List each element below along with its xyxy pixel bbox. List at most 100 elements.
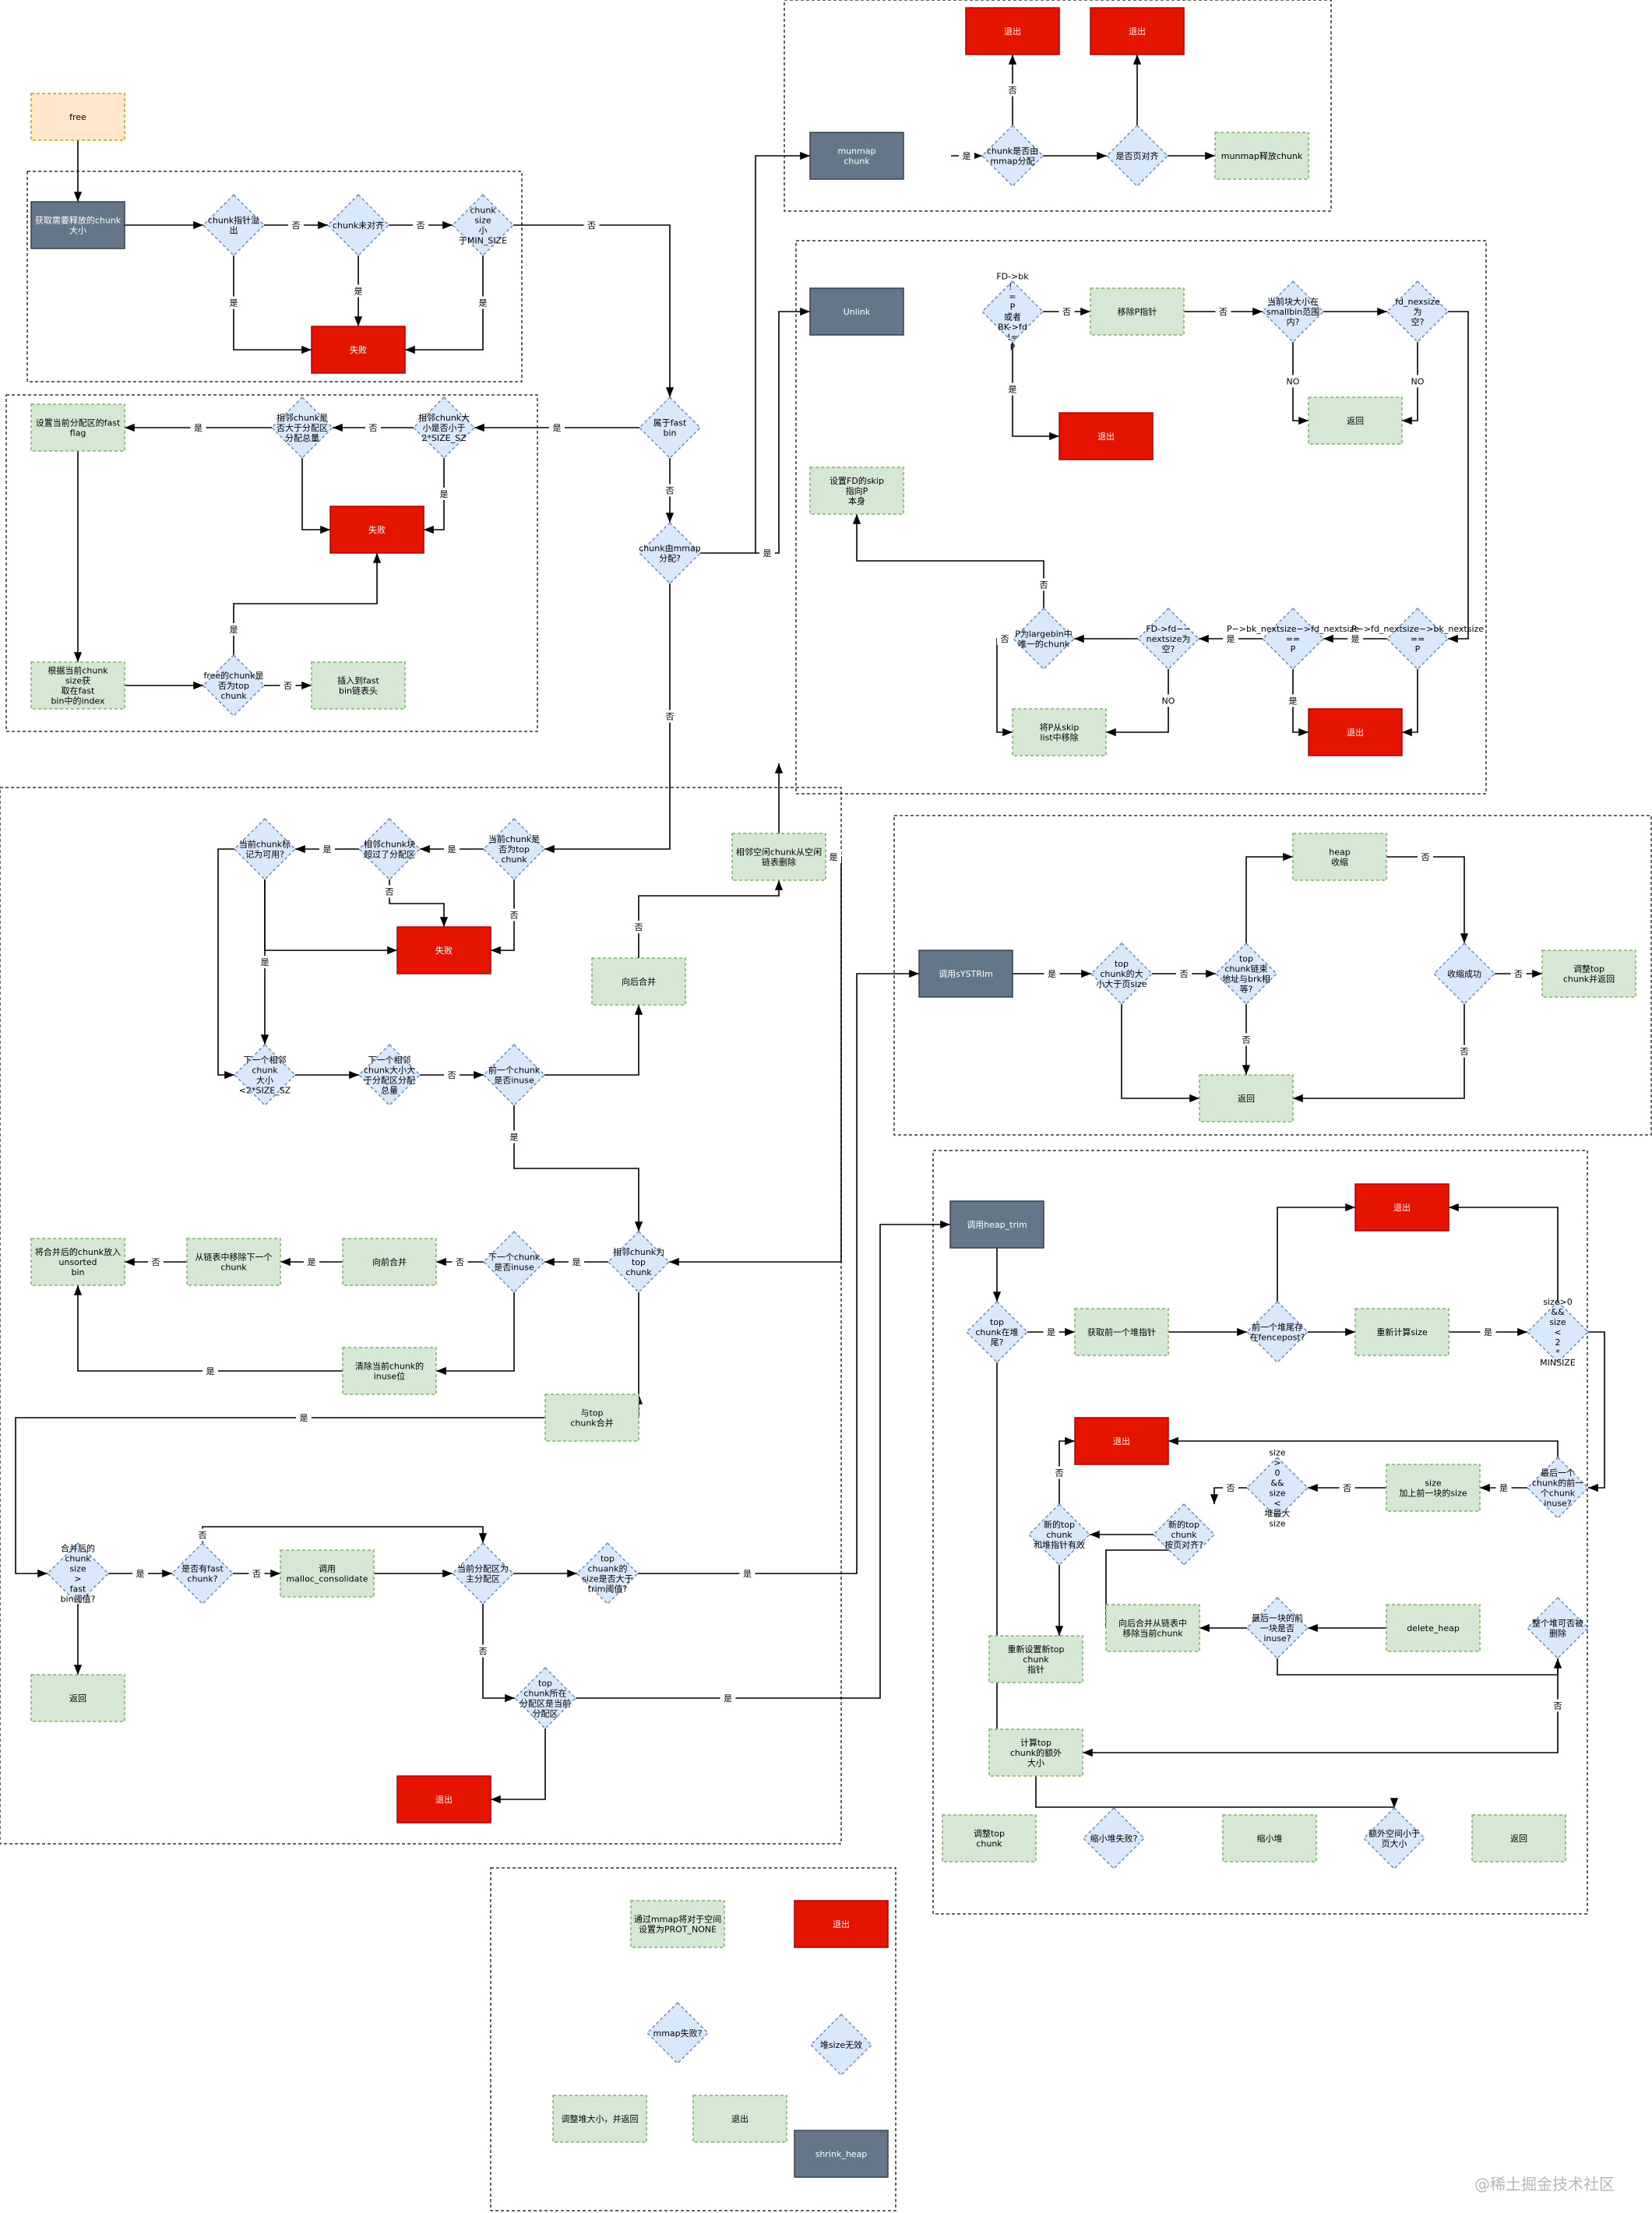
edge-e86: 是 (1449, 1326, 1527, 1338)
edge-e63: 是 (15, 1411, 592, 1578)
edge-e5: 是 (226, 255, 312, 354)
edge-label: 是 (1227, 634, 1235, 644)
edge-e93: 否 (1210, 1482, 1247, 1504)
edge-label: 是 (572, 1257, 581, 1267)
node-label: 获取前一个堆指针 (1087, 1327, 1156, 1337)
node-label: 是否页对齐 (1116, 150, 1159, 161)
edge-label: 是 (963, 151, 971, 161)
node-d-fencepost: 前一个堆尾存在fencepost? (1245, 1300, 1309, 1364)
node-d-next-big: 相邻chunk是否大于分配区分配总量 (270, 396, 334, 460)
edge-e46 (264, 879, 397, 955)
node-heap-trim: 调用heap_trim (949, 1200, 1044, 1249)
edge-label: 是 (510, 1133, 519, 1143)
edge-label: 否 (1421, 852, 1430, 862)
node-delete-heap: delete_heap (1386, 1604, 1481, 1652)
node-d-heap-size: 堆size无效 (809, 2013, 873, 2077)
edge-label: 是 (206, 1366, 215, 1376)
region-r-shrink (490, 1867, 896, 2211)
node-label: 向后合并 (622, 976, 656, 987)
edge-e17: 是 (226, 553, 382, 655)
node-label: size>0&&size<2*MINSIZE (1540, 1297, 1576, 1368)
edge-e16: 否 (264, 679, 312, 692)
node-get-prev-heap: 获取前一个堆指针 (1074, 1308, 1169, 1356)
node-ret4: 返回 (1471, 1814, 1566, 1862)
node-free: free (30, 93, 125, 141)
node-d-extra-page: 额外空间小于页大小 (1362, 1806, 1426, 1870)
edge-e9: 是 (474, 421, 639, 434)
edge-e79: 否 (1386, 851, 1469, 943)
edge-e74: 是 (1013, 967, 1091, 980)
region-r-systrim (893, 815, 1652, 1136)
edge-e34: 是 (1323, 633, 1387, 645)
edge-label: 是 (308, 1257, 316, 1267)
edge-e80: 否 (1495, 967, 1542, 980)
edge-e51 (544, 1005, 643, 1076)
edge-e77: 否 (1238, 1004, 1254, 1075)
node-label: chunk指针溢出 (208, 215, 259, 236)
edge-e47: 是 (257, 879, 273, 1045)
node-label: 失败 (435, 945, 453, 956)
edge-e70: 否 (475, 1604, 515, 1703)
edge-e56: 是 (544, 1256, 608, 1268)
edge-e67: 否 (195, 1526, 488, 1543)
node-label: P−>bk_nextsize−>fd_nextsize==P (1227, 624, 1359, 654)
node-d-size-min: size>0&&size<2*MINSIZE (1526, 1297, 1590, 1368)
edge-e96: 否 (1051, 1436, 1075, 1504)
edge-label: 是 (323, 844, 332, 855)
node-label: P−>fd_nextsize−>bk_nextsize==P (1351, 624, 1484, 654)
edge-e72: 是 (576, 1220, 950, 1704)
node-d-free-heap: 整个堆可否被删除 (1526, 1596, 1590, 1660)
node-label: 前一个堆尾存在fencepost? (1249, 1322, 1305, 1343)
node-label: 相邻空闲chunk从空闲链表删除 (736, 847, 822, 868)
edge-e44: 否 (491, 879, 522, 955)
node-label: 返回 (1347, 416, 1364, 426)
edge-label: 否 (386, 887, 394, 897)
node-d-mmap-fail: mmap失败? (646, 2001, 710, 2065)
node-adjust-heap-ret: 调整堆大小，并返回 (552, 2095, 647, 2143)
node-label: chunk未对齐 (333, 220, 384, 231)
node-d-p-bk: P−>fd_nextsize−>bk_nextsize==P (1351, 607, 1484, 671)
edge-e12: 是 (424, 458, 452, 534)
node-label: 退出 (1097, 431, 1115, 442)
edge-label: 是 (1351, 634, 1360, 644)
edge-e60 (436, 1292, 515, 1376)
node-label: 堆size无效 (820, 2039, 862, 2050)
edge-label: 是 (830, 852, 838, 862)
edge-label: 否 (284, 681, 292, 691)
node-label: 当前分配区为主分配区 (457, 1563, 509, 1584)
edge-label: 否 (448, 1070, 456, 1080)
node-mmap-none: 通过mmap将对于空间设置为PROT_NONE (630, 1900, 725, 1948)
edge-label: 否 (1514, 969, 1523, 979)
edge-e33 (1448, 311, 1469, 643)
edge-label: 是 (136, 1569, 145, 1579)
node-d-shrink-ok: 收缩成功 (1432, 942, 1496, 1006)
edge-label: 是 (1289, 696, 1298, 707)
edge-e75: 否 (1152, 967, 1216, 980)
edge-label: 否 (1001, 634, 1009, 644)
edge-label: 是 (261, 957, 269, 967)
